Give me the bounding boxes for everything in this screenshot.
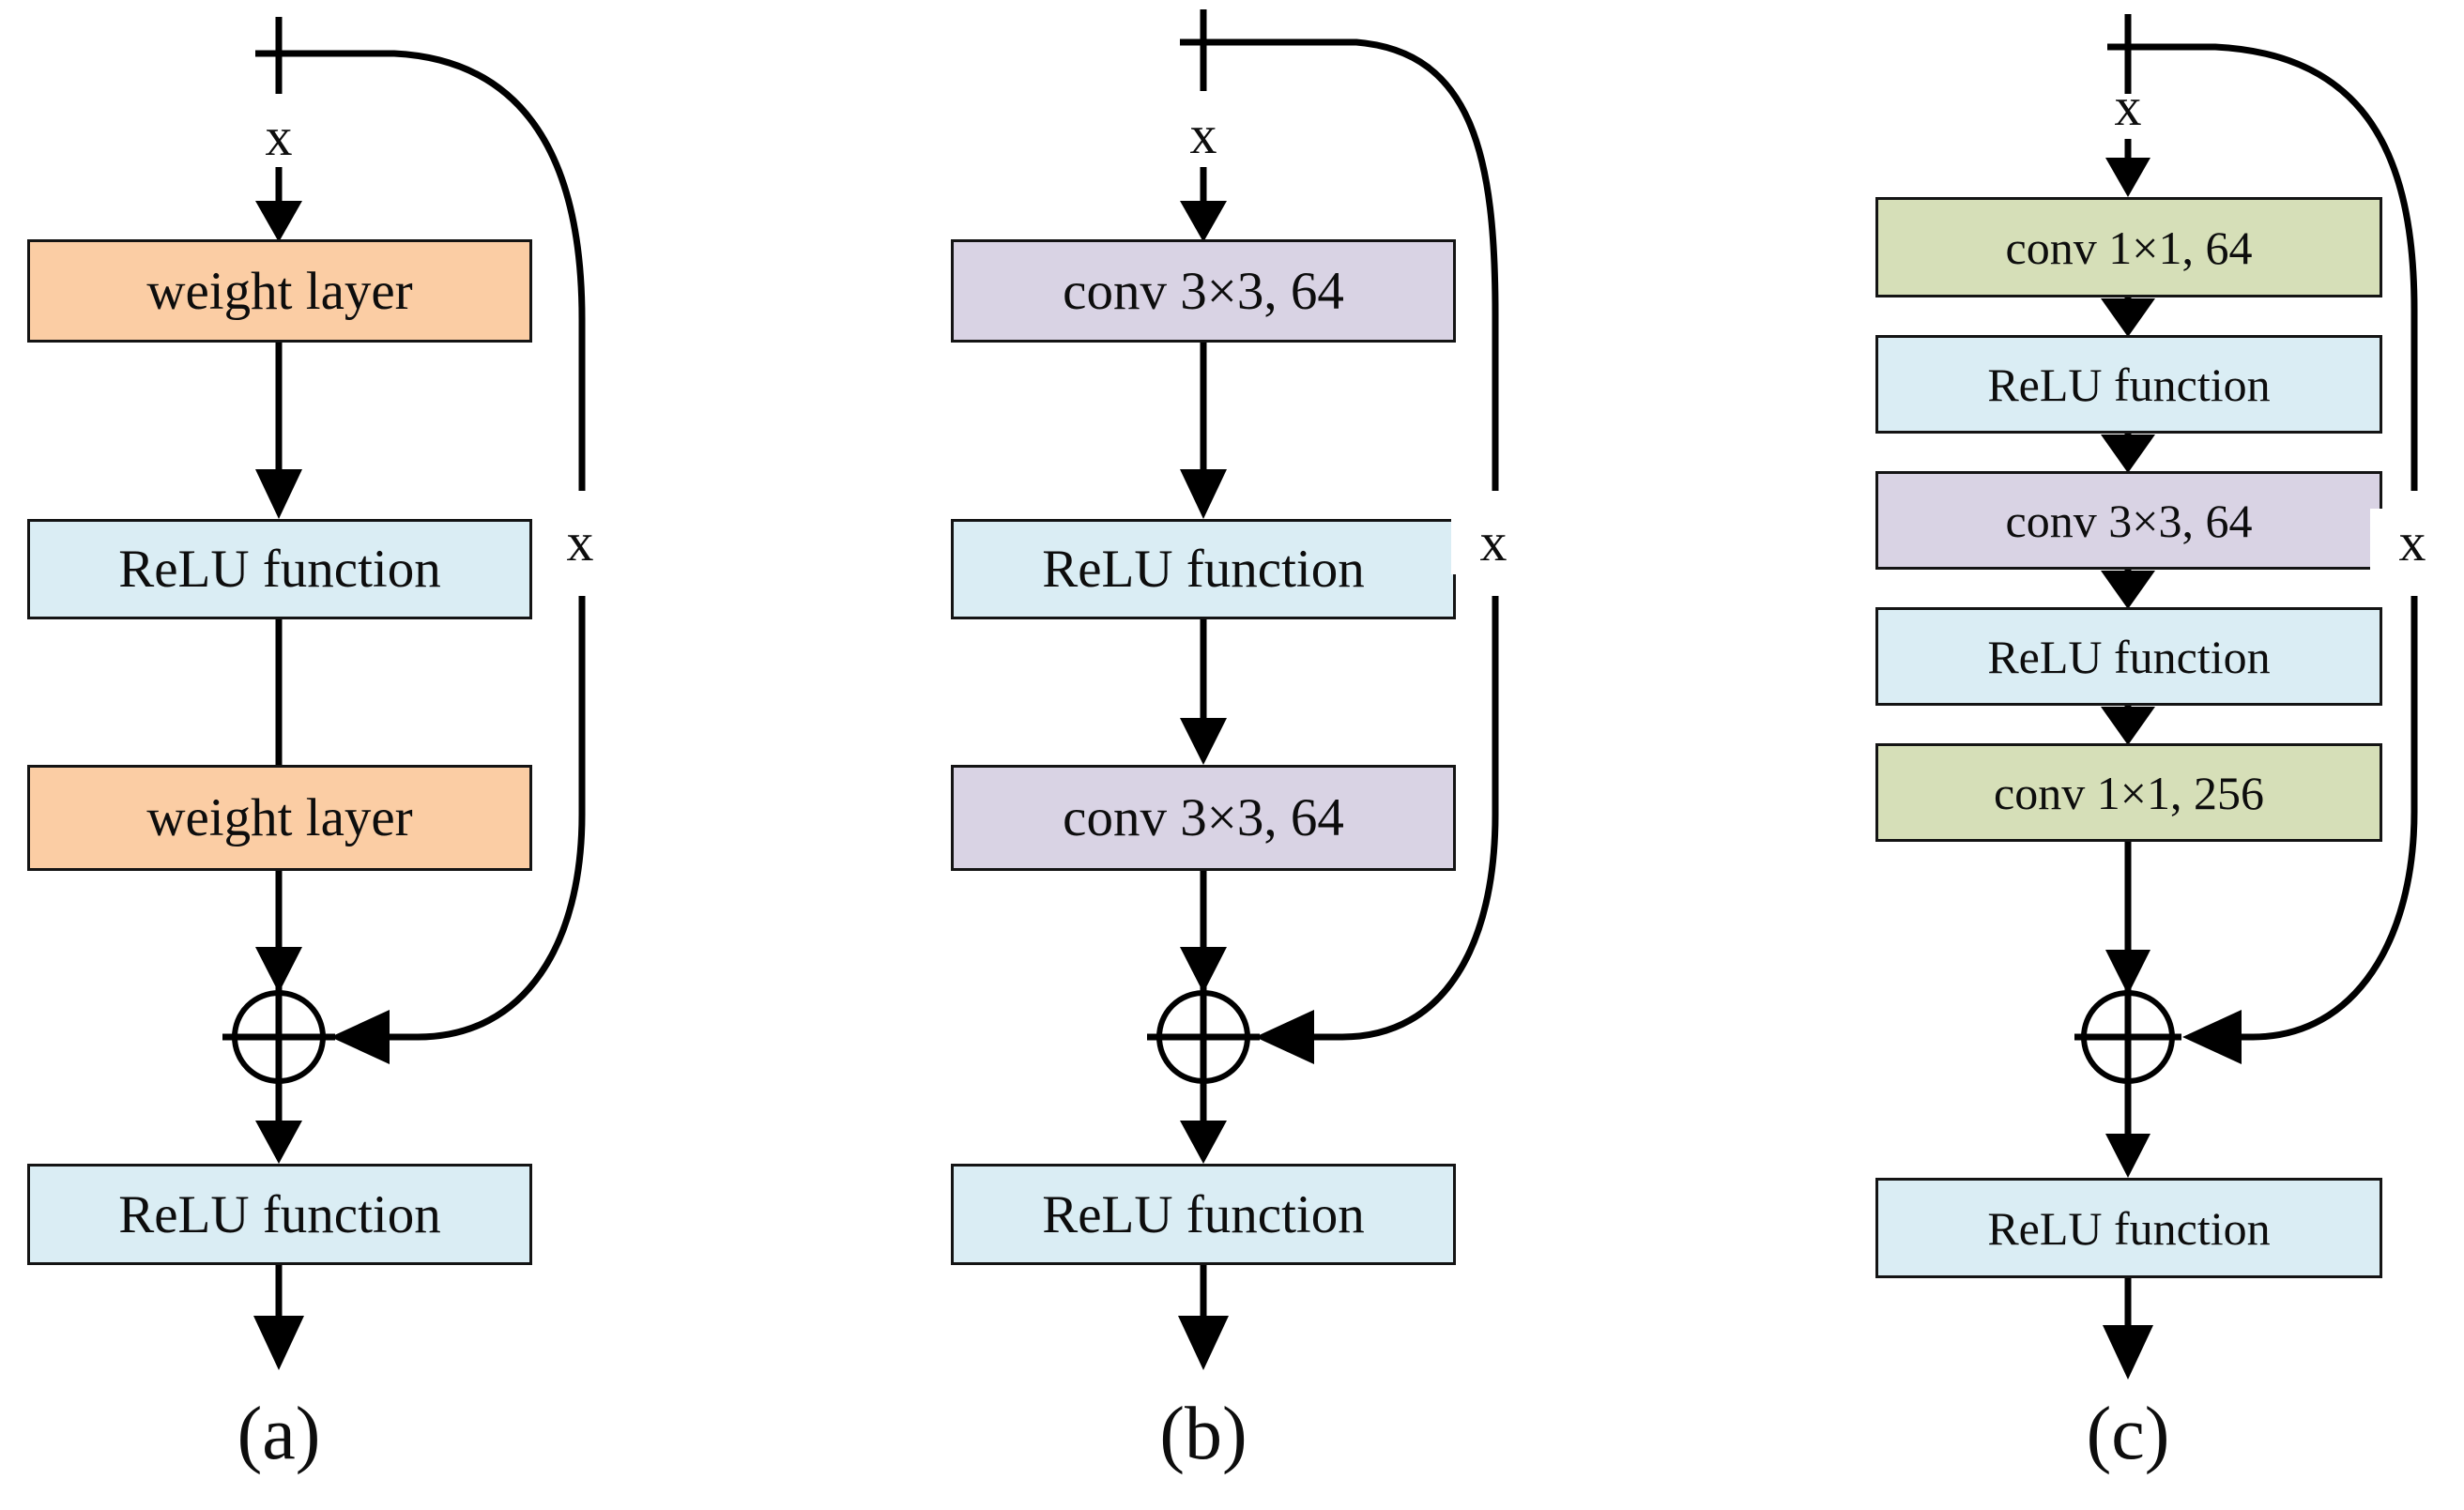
caption-b: (b) (1159, 1392, 1247, 1475)
arrowhead-down (2101, 707, 2155, 745)
arrowhead-down (2105, 950, 2150, 995)
arrowhead-down (255, 469, 302, 519)
arrowhead-down (1180, 1121, 1227, 1164)
relu-function-box: ReLU function (27, 519, 532, 619)
relu-function-box: ReLU function (951, 519, 1456, 619)
arrowhead-down (255, 947, 302, 993)
arrowhead-down (2105, 1134, 2150, 1178)
arrowhead-down (1180, 947, 1227, 993)
skip-label-b: x (1451, 509, 1536, 574)
sum-plus-c (2074, 984, 2181, 1091)
conv-3x3-64-box: conv 3×3, 64 (951, 765, 1456, 871)
arrowhead-down (1180, 469, 1227, 519)
arrowhead-down (255, 201, 302, 242)
input-label-a: x (265, 105, 293, 167)
arrowhead-down (2101, 298, 2155, 337)
relu-function-box: ReLU function (951, 1164, 1456, 1265)
arrowhead-down (2103, 1325, 2153, 1380)
skip-label-a: x (538, 509, 622, 574)
block-a-arrowheads (253, 201, 390, 1370)
skip-connection-a-bottom (390, 596, 586, 1041)
relu-function-box: ReLU function (1875, 1178, 2382, 1278)
block-b-wires (1180, 9, 1499, 1320)
arrowhead-left (330, 1010, 390, 1064)
conv-3x3-64-box: conv 3×3, 64 (1875, 471, 2382, 570)
conv-1x1-256-box: conv 1×1, 256 (1875, 743, 2382, 842)
arrowhead-down (253, 1316, 304, 1370)
input-label-c: x (2114, 75, 2142, 137)
conv-3x3-64-box: conv 3×3, 64 (951, 239, 1456, 343)
arrowhead-down (2105, 158, 2150, 197)
relu-function-box: ReLU function (1875, 607, 2382, 706)
block-c-arrowheads (2101, 158, 2242, 1380)
skip-connection-b-bottom (1314, 596, 1499, 1041)
sum-plus-a (222, 981, 335, 1093)
arrowhead-down (255, 1121, 302, 1164)
arrowhead-down (2101, 435, 2155, 473)
skip-connection-a-top (255, 50, 586, 491)
arrowhead-down (2101, 571, 2155, 609)
skip-connection-c-bottom (2242, 596, 2418, 1041)
relu-function-box: ReLU function (27, 1164, 532, 1265)
skip-connection-b-top (1180, 38, 1499, 491)
skip-connection-c-top (2107, 43, 2418, 491)
arrowhead-left (1255, 1010, 1314, 1064)
block-b-arrowheads (1178, 201, 1314, 1370)
weight-layer-box: weight layer (27, 765, 532, 871)
conv-1x1-64-box: conv 1×1, 64 (1875, 197, 2382, 297)
arrowhead-down (1180, 718, 1227, 765)
arrowhead-left (2182, 1010, 2242, 1064)
input-label-b: x (1189, 103, 1217, 165)
caption-a: (a) (237, 1392, 321, 1475)
caption-c: (c) (2086, 1392, 2170, 1475)
sum-plus-b (1147, 981, 1260, 1093)
relu-function-box: ReLU function (1875, 335, 2382, 434)
arrowhead-down (1178, 1316, 1229, 1370)
arrowhead-down (1180, 201, 1227, 242)
weight-layer-box: weight layer (27, 239, 532, 343)
skip-label-c: x (2370, 509, 2455, 574)
